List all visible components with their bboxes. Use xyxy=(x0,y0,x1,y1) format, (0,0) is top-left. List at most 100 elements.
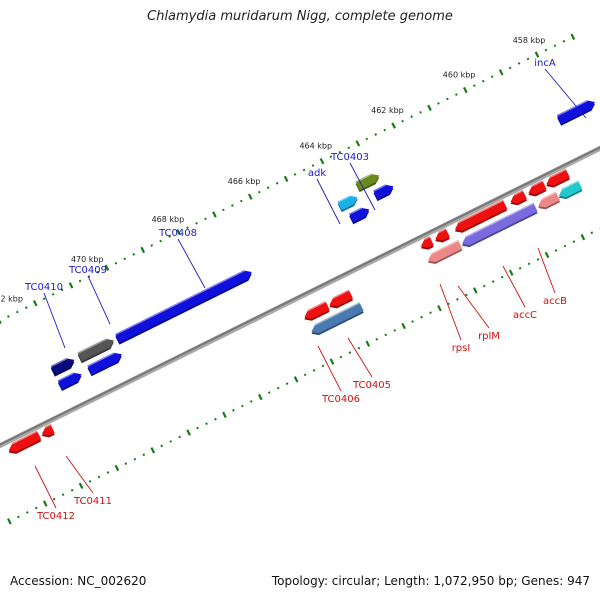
inner-tick-mark xyxy=(500,275,504,279)
forward-label-leader xyxy=(43,292,66,349)
inner-tick-mark xyxy=(518,266,522,270)
outer-tick-mark xyxy=(365,137,369,141)
outer-tick-mark xyxy=(481,79,485,83)
inner-tick-mark xyxy=(590,231,594,235)
outer-tick-mark xyxy=(383,128,387,132)
gene-forward xyxy=(57,372,82,391)
ruler-label: 462 kbp xyxy=(371,106,404,115)
ruler-label: 472 kbp xyxy=(0,295,23,304)
gene-adk xyxy=(337,195,358,213)
inner-tick-mark xyxy=(554,249,558,252)
reverse-label-leader xyxy=(34,465,57,509)
outer-tick-mark xyxy=(283,175,289,183)
reverse-label-leader xyxy=(502,265,526,308)
gene-face xyxy=(329,290,353,307)
inner-tick-mark xyxy=(329,358,335,365)
outer-tick-mark xyxy=(7,315,10,318)
inner-tick-mark xyxy=(249,400,253,403)
gene-rplm xyxy=(428,239,463,264)
forward-gene-label: incA xyxy=(534,58,556,69)
outer-tick-mark xyxy=(96,270,100,274)
gene-highlight xyxy=(77,338,107,354)
gene-face xyxy=(50,358,75,375)
gene-rpsi xyxy=(420,236,434,250)
outer-tick-mark xyxy=(410,115,413,119)
outer-tick-mark xyxy=(437,102,440,105)
genome-backbone-core xyxy=(0,146,600,446)
inner-tick-mark xyxy=(257,393,263,401)
ruler-label: 464 kbp xyxy=(299,142,332,151)
gene-face xyxy=(420,236,434,248)
inner-tick-mark xyxy=(473,287,478,294)
gene-face xyxy=(557,100,595,124)
outer-tick-mark xyxy=(526,57,530,61)
gene-highlight xyxy=(549,168,567,179)
inner-tick-mark xyxy=(339,355,343,359)
inner-tick-mark xyxy=(78,482,84,489)
inner-tick-mark xyxy=(482,284,486,288)
reverse-gene-label: accB xyxy=(543,296,567,307)
inner-tick-mark xyxy=(563,244,567,248)
outer-tick-mark xyxy=(534,51,540,58)
inner-tick-mark xyxy=(214,417,217,421)
gene-forward xyxy=(87,352,122,377)
gene-reverse xyxy=(329,289,353,309)
forward-label-leader xyxy=(87,275,111,325)
outer-tick-mark xyxy=(239,199,243,203)
forward-gene-label: adk xyxy=(308,168,326,179)
gene-face xyxy=(311,302,364,334)
outer-tick-mark xyxy=(463,86,468,94)
gene-tc0408 xyxy=(115,269,252,345)
gene-highlight xyxy=(332,289,350,299)
gene-layer xyxy=(8,99,595,454)
forward-label-leader xyxy=(177,238,206,289)
outer-tick-mark xyxy=(355,140,361,147)
inner-tick-mark xyxy=(222,411,227,418)
gene-tc0405 xyxy=(311,302,364,336)
inner-tick-mark xyxy=(348,351,352,354)
inner-tick-mark xyxy=(7,518,12,525)
inner-tick-mark xyxy=(285,382,289,386)
gene-face xyxy=(87,352,122,375)
outer-tick-mark xyxy=(490,75,494,79)
inner-tick-mark xyxy=(42,500,48,507)
outer-tick-mark xyxy=(508,66,512,70)
inner-tick-mark xyxy=(267,391,271,394)
outer-tick-mark xyxy=(150,244,154,247)
outer-tick-mark xyxy=(517,62,521,65)
outer-tick-mark xyxy=(222,208,225,212)
outer-tick-mark xyxy=(293,173,297,176)
gene-face xyxy=(115,270,252,343)
gene-tc0412 xyxy=(8,430,42,454)
reverse-label-leader xyxy=(439,283,462,341)
outer-tick-mark xyxy=(247,193,253,200)
inner-tick-mark xyxy=(61,493,65,497)
gene-reverse xyxy=(454,199,508,233)
inner-tick-mark xyxy=(88,480,92,483)
outer-tick-mark xyxy=(231,204,234,207)
gene-reverse xyxy=(546,168,570,188)
gene-face xyxy=(528,180,547,195)
forward-gene-label: TC0408 xyxy=(158,228,197,239)
inner-tick-mark xyxy=(580,234,586,241)
gene-highlight xyxy=(561,180,579,190)
gene-highlight xyxy=(373,184,387,192)
inner-tick-mark xyxy=(456,298,459,301)
gene-accb xyxy=(558,180,583,200)
inner-tick-mark xyxy=(196,426,199,430)
reverse-gene-label: accC xyxy=(513,310,537,321)
reverse-gene-label: rpsI xyxy=(452,343,471,354)
gene-face xyxy=(41,424,55,436)
gene-highlight xyxy=(44,424,51,429)
inner-tick-mark xyxy=(411,320,414,323)
inner-tick-mark xyxy=(429,311,432,315)
gene-face xyxy=(57,372,82,389)
outer-tick-mark xyxy=(553,44,557,48)
inner-tick-mark xyxy=(357,346,361,350)
inner-tick-mark xyxy=(437,305,442,312)
gene-tc0411 xyxy=(41,424,55,438)
gene-highlight xyxy=(438,228,447,234)
gene-acc xyxy=(538,191,560,210)
gene-face xyxy=(558,181,583,198)
ruler-label: 470 kbp xyxy=(71,255,104,264)
